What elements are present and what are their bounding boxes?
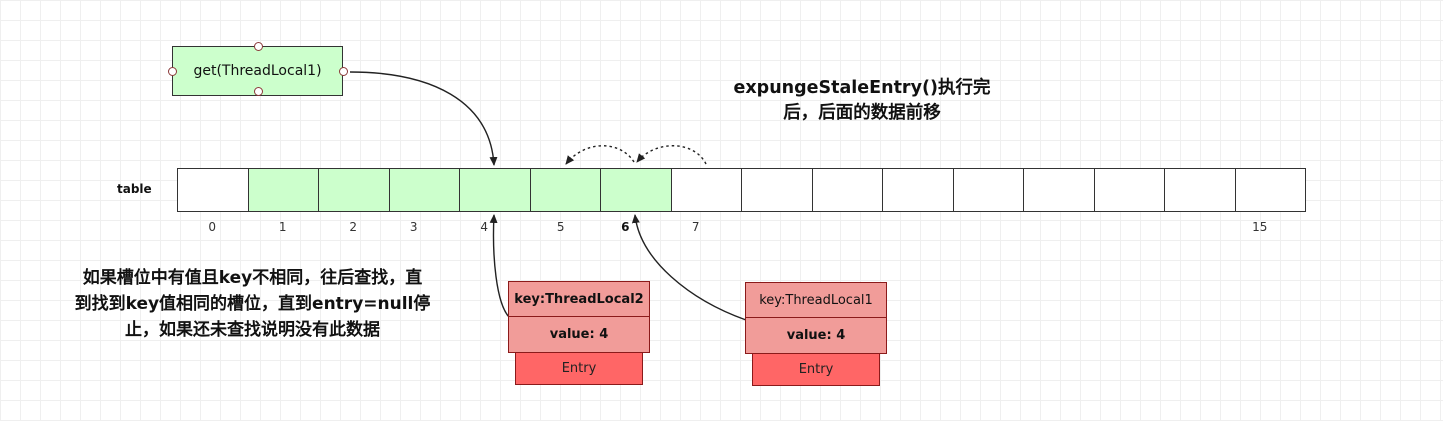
connection-port-left[interactable] — [168, 67, 177, 76]
entry-type-label: Entry — [752, 354, 880, 386]
table-slot-2[interactable] — [319, 168, 390, 212]
slot-index-label: 3 — [409, 220, 418, 234]
connection-port-top[interactable] — [254, 42, 263, 51]
shift-arrow-7-to-6 — [636, 145, 707, 165]
slot-index-label: 2 — [349, 220, 358, 234]
table-slot-1[interactable] — [248, 168, 319, 212]
slot-index-label: 1 — [278, 220, 287, 234]
slot-index-label: 0 — [208, 220, 217, 234]
table-array — [177, 168, 1306, 212]
entry-threadlocal2[interactable]: key:ThreadLocal2 value: 4 Entry — [508, 281, 650, 385]
table-slot-11[interactable] — [953, 168, 1024, 212]
table-slot-7[interactable] — [671, 168, 742, 212]
table-slot-4[interactable] — [460, 168, 531, 212]
table-slot-6[interactable] — [601, 168, 672, 212]
get-call-label: get(ThreadLocal1) — [193, 63, 322, 79]
lookup-note-line-2: 到找到key值相同的槽位，直到entry=null停 — [74, 294, 431, 314]
lookup-note-line-3: 止，如果还未查找说明没有此数据 — [125, 320, 380, 340]
table-slot-8[interactable] — [742, 168, 813, 212]
entry-threadlocal1[interactable]: key:ThreadLocal1 value: 4 Entry — [745, 282, 887, 386]
slot-index-label: 15 — [1252, 220, 1268, 234]
table-slot-9[interactable] — [812, 168, 883, 212]
table-slot-10[interactable] — [883, 168, 954, 212]
expunge-note: expungeStaleEntry()执行完 后，后面的数据前移 — [712, 76, 1012, 126]
table-slot-12[interactable] — [1024, 168, 1095, 212]
table-slot-3[interactable] — [389, 168, 460, 212]
lookup-note-line-1: 如果槽位中有值且key不相同，往后查找，直 — [82, 268, 423, 288]
entry-type-label: Entry — [515, 353, 643, 385]
expunge-note-line-2: 后，后面的数据前移 — [783, 103, 941, 123]
table-slot-15[interactable] — [1235, 168, 1306, 212]
lookup-note: 如果槽位中有值且key不相同，往后查找，直 到找到key值相同的槽位，直到ent… — [40, 265, 465, 343]
get-call-node[interactable]: get(ThreadLocal1) — [168, 42, 348, 96]
table-slot-5[interactable] — [530, 168, 601, 212]
connection-port-right[interactable] — [339, 67, 348, 76]
table-slot-14[interactable] — [1165, 168, 1236, 212]
slot-index-label: 4 — [480, 220, 489, 234]
entry-key: key:ThreadLocal1 — [745, 282, 887, 318]
slot-index-label: 5 — [556, 220, 565, 234]
get-to-slot-arrow — [349, 71, 498, 166]
slot-index-label: 7 — [691, 220, 700, 234]
entry-value: value: 4 — [508, 317, 650, 353]
table-label: table — [117, 182, 152, 196]
table-slot-0[interactable] — [178, 168, 249, 212]
slot-index-label: 6 — [621, 220, 630, 234]
shift-arrow-6-to-5 — [565, 145, 635, 165]
table-slot-13[interactable] — [1094, 168, 1165, 212]
expunge-note-line-1: expungeStaleEntry()执行完 — [733, 78, 991, 98]
entry-key: key:ThreadLocal2 — [508, 281, 650, 317]
entry-value: value: 4 — [745, 318, 887, 354]
connection-port-bottom[interactable] — [254, 87, 263, 96]
